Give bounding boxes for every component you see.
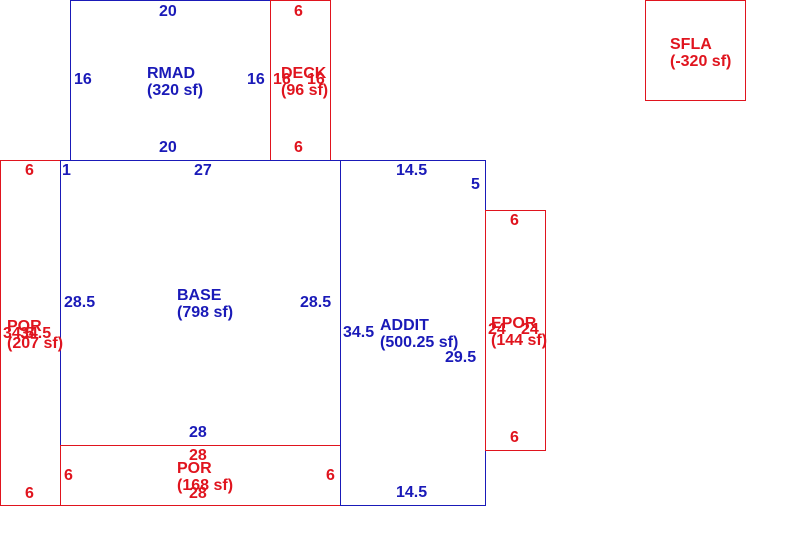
rmad-sf: (320 sf) — [147, 82, 204, 99]
addit-dim-right-top: 5 — [471, 176, 480, 193]
epor-dim-top: 6 — [510, 212, 519, 229]
base-dim-top: 27 — [194, 162, 212, 179]
addit-sf: (500.25 sf) — [380, 334, 459, 351]
rmad-dim-right: 16 — [247, 71, 265, 88]
epor-sf: (144 sf) — [491, 332, 548, 349]
deck-label: DECK (96 sf) — [281, 65, 328, 99]
base-name: BASE — [177, 287, 222, 304]
por-bottom-sf: (168 sf) — [177, 477, 234, 494]
rmad-label: RMAD (320 sf) — [147, 65, 203, 99]
base-dim-corner: 1 — [62, 162, 71, 179]
base-label: BASE (798 sf) — [177, 287, 233, 321]
por-bottom-dim-left: 6 — [64, 467, 73, 484]
deck-name: DECK — [281, 65, 327, 82]
sfla-area — [645, 0, 746, 101]
base-dim-bottom: 28 — [189, 424, 207, 441]
por-left-name: POR — [7, 318, 42, 335]
epor-dim-left: 24 — [488, 321, 506, 338]
por-bottom-dim-bottom: 28 — [189, 485, 207, 502]
por-bottom-label: POR (168 sf) — [177, 460, 233, 494]
por-bottom-dim-top: 28 — [189, 447, 207, 464]
deck-dim-bottom: 6 — [294, 139, 303, 156]
epor-dim-bottom: 6 — [510, 429, 519, 446]
deck-dim-top: 6 — [294, 3, 303, 20]
por-left-label: POR (207 sf) — [7, 318, 63, 352]
epor-label: EPOR (144 sf) — [491, 315, 547, 349]
deck-dim-right: 16 — [307, 71, 325, 88]
rmad-dim-top: 20 — [159, 3, 177, 20]
rmad-name: RMAD — [147, 65, 195, 82]
addit-dim-left: 34.5 — [343, 324, 375, 341]
addit-label: ADDIT (500.25 sf) — [380, 317, 458, 351]
addit-name: ADDIT — [380, 317, 429, 334]
rmad-dim-bottom: 20 — [159, 139, 177, 156]
base-dim-right: 28.5 — [300, 294, 332, 311]
por-bottom-dim-right: 6 — [326, 467, 335, 484]
addit-dim-right: 29.5 — [445, 349, 477, 366]
rmad-dim-left: 16 — [74, 71, 92, 88]
por-left-dim-left: 34.5 — [3, 325, 35, 342]
addit-dim-top: 14.5 — [396, 162, 428, 179]
por-left-dim-right: 34.5 — [20, 325, 52, 342]
epor-name: EPOR — [491, 315, 537, 332]
addit-dim-bottom: 14.5 — [396, 484, 428, 501]
base-dim-left: 28.5 — [64, 294, 96, 311]
sfla-label: SFLA (-320 sf) — [670, 36, 731, 70]
base-sf: (798 sf) — [177, 304, 234, 321]
deck-dim-left: 16 — [273, 71, 291, 88]
epor-area — [485, 210, 546, 451]
epor-dim-right: 24 — [521, 321, 539, 338]
por-bottom-name: POR — [177, 460, 212, 477]
sfla-sf: (-320 sf) — [670, 53, 732, 70]
por-left-sf: (207 sf) — [7, 335, 64, 352]
por-left-dim-bottom: 6 — [25, 485, 34, 502]
por-left-dim-top: 6 — [25, 162, 34, 179]
deck-sf: (96 sf) — [281, 82, 329, 99]
sfla-name: SFLA — [670, 36, 712, 53]
